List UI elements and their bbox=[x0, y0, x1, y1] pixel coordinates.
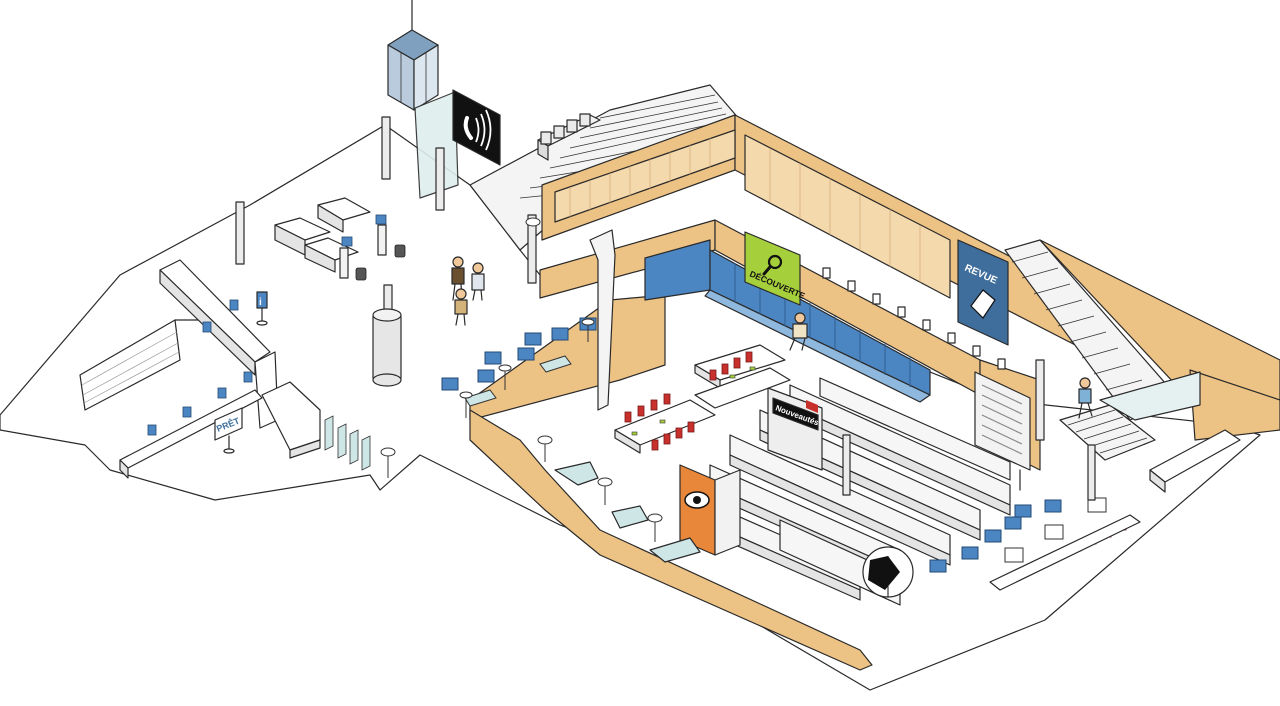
circulation-desk bbox=[119, 259, 321, 479]
info-sign: i bbox=[256, 291, 268, 326]
pit-wall bbox=[469, 219, 1041, 671]
left-bookshelf bbox=[79, 319, 181, 411]
football-icon bbox=[868, 556, 900, 597]
shelf-row bbox=[729, 434, 951, 566]
floor-lamps bbox=[380, 217, 595, 478]
armchairs-left bbox=[441, 317, 597, 407]
eye-poster bbox=[679, 464, 741, 556]
study-tables bbox=[614, 344, 791, 454]
shelf-row bbox=[819, 377, 1011, 481]
lower-staircase bbox=[1059, 371, 1201, 461]
glass-panels bbox=[324, 415, 371, 471]
decouverte-sign: DÉCOUVERTE bbox=[744, 231, 807, 306]
right-counter bbox=[1149, 429, 1241, 493]
kiosk-row bbox=[537, 113, 601, 161]
glass-partition bbox=[414, 91, 459, 199]
lounge-tables bbox=[537, 435, 701, 563]
revue-sign: REVUE bbox=[957, 239, 1009, 346]
counter-chairs bbox=[822, 267, 1006, 370]
nouveautes-sign: Nouveautés bbox=[767, 387, 823, 471]
cylinder-kiosk bbox=[372, 308, 402, 387]
phone-icon bbox=[463, 109, 492, 151]
armchairs-right bbox=[929, 497, 1141, 591]
visitors-group bbox=[451, 256, 485, 326]
diamond-icon bbox=[970, 289, 996, 319]
reader-on-bench bbox=[789, 312, 808, 351]
person-on-stairs bbox=[1078, 377, 1093, 419]
football-table bbox=[862, 546, 914, 598]
newspaper-panel bbox=[974, 371, 1031, 491]
eye-icon bbox=[684, 491, 710, 509]
magnifier-icon bbox=[762, 254, 783, 276]
self-service-desks bbox=[274, 197, 406, 281]
pret-sign: PRÊT bbox=[214, 407, 243, 454]
elevator bbox=[387, 0, 439, 111]
info-icon: i bbox=[259, 297, 262, 308]
phone-sign bbox=[452, 89, 501, 166]
right-staircase bbox=[1004, 239, 1280, 441]
